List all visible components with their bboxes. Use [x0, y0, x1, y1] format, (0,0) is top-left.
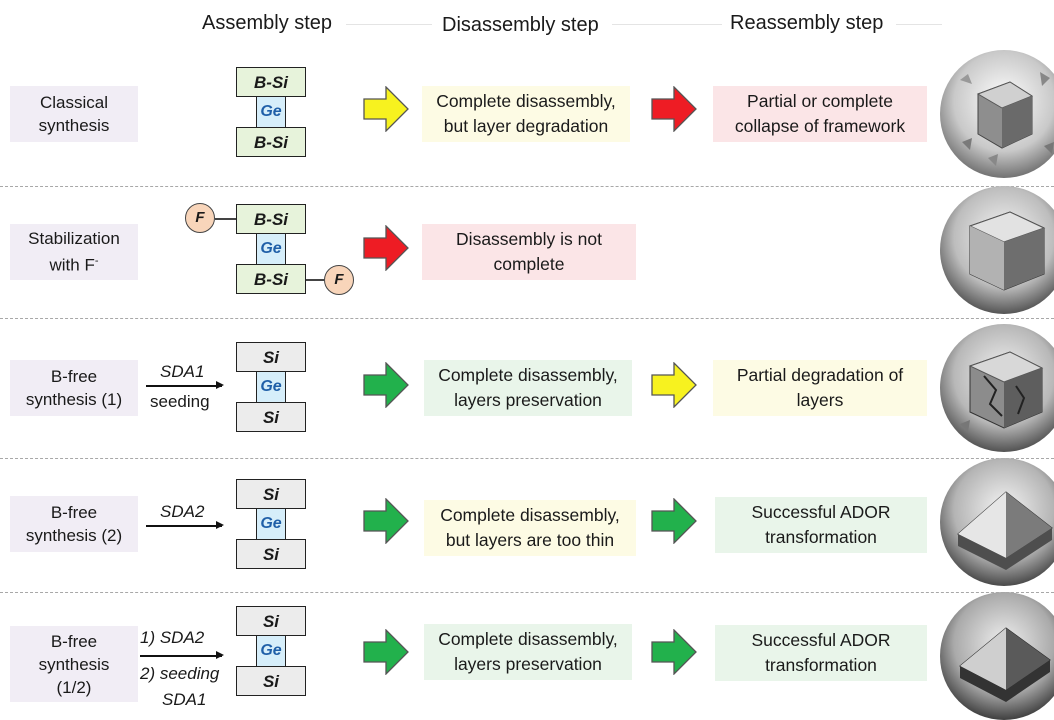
result-line: layers preservation — [454, 654, 602, 674]
result-line: Successful ADOR — [751, 502, 891, 522]
yellow-arrow-icon — [651, 362, 697, 408]
result-line: Partial degradation of — [736, 365, 904, 385]
result-line: Successful ADOR — [751, 630, 891, 650]
sda-arrow — [140, 652, 224, 658]
green-arrow-icon — [651, 629, 697, 675]
header-rule — [346, 24, 432, 25]
row-label-superscript: - — [94, 255, 99, 268]
result-line: Complete disassembly, — [438, 629, 618, 649]
result-line: transformation — [765, 655, 877, 675]
result-line: but layer degradation — [443, 116, 609, 136]
header-disassembly: Disassembly step — [442, 14, 599, 36]
ge-layer: Ge — [256, 234, 286, 264]
fluoride-icon: F — [185, 203, 215, 233]
green-arrow-icon — [363, 362, 409, 408]
row-label: B-free synthesis (1) — [10, 360, 138, 416]
yellow-arrow-icon — [363, 86, 409, 132]
disassembly-result: Complete disassembly, but layers are too… — [424, 500, 636, 556]
result-line: but layers are too thin — [445, 530, 615, 550]
row-separator — [0, 186, 1054, 187]
si-layer: Si — [236, 539, 306, 569]
sda-arrow — [146, 382, 224, 388]
green-arrow-icon — [651, 498, 697, 544]
header-rule — [612, 24, 722, 25]
result-line: complete — [493, 254, 565, 274]
sda-note: seeding — [150, 392, 210, 411]
reassembly-result: Successful ADOR transformation — [715, 497, 927, 553]
sda-label: SDA1 — [160, 362, 205, 381]
result-line: Complete disassembly, — [438, 365, 618, 385]
row-label: Classical synthesis — [10, 86, 138, 142]
row-separator — [0, 592, 1054, 593]
green-arrow-icon — [363, 498, 409, 544]
red-arrow-icon — [363, 225, 409, 271]
row-label: Stabilization with F- — [10, 224, 138, 280]
row-separator — [0, 458, 1054, 459]
si-layer: Si — [236, 606, 306, 636]
bsi-layer: B-Si — [236, 204, 306, 234]
row-label: B-free synthesis (2) — [10, 496, 138, 552]
ge-layer: Ge — [256, 97, 286, 127]
header-reassembly: Reassembly step — [730, 12, 884, 34]
prism-icon — [940, 458, 1054, 586]
row-label-line: synthesis — [38, 116, 110, 135]
cracked-cube-icon — [940, 324, 1054, 452]
si-layer: Si — [236, 342, 306, 372]
result-line: transformation — [765, 527, 877, 547]
reassembly-result: Partial or complete collapse of framewor… — [713, 86, 927, 142]
header-rule — [896, 24, 942, 25]
row-label-line: (1/2) — [56, 677, 92, 697]
result-line: Partial or complete — [747, 91, 893, 111]
row-label-line: synthesis (1) — [25, 390, 123, 409]
row-label-line: synthesis (2) — [25, 526, 123, 545]
red-arrow-icon — [651, 86, 697, 132]
row-label-line: B-free — [50, 503, 98, 522]
bsi-layer: B-Si — [236, 264, 306, 294]
intact-cube-icon — [940, 186, 1054, 314]
result-line: layers — [796, 390, 844, 410]
row-label: B-free synthesis (1/2) — [10, 626, 138, 702]
row-separator — [0, 318, 1054, 319]
ge-layer: Ge — [256, 372, 286, 402]
row-label-line: Stabilization — [28, 229, 120, 249]
result-line: Complete disassembly, — [440, 505, 620, 525]
row-label-line: B-free — [50, 631, 98, 651]
disassembly-result: Complete disassembly, layers preservatio… — [424, 624, 632, 680]
sda-step: 2) seeding — [140, 664, 220, 683]
ge-layer: Ge — [256, 509, 286, 539]
fluoride-bond — [215, 218, 236, 220]
sda-arrow — [146, 522, 224, 528]
sda-step: SDA1 — [162, 690, 207, 709]
result-line: Disassembly is not — [456, 229, 602, 249]
result-line: layers preservation — [454, 390, 602, 410]
header-assembly: Assembly step — [202, 12, 333, 34]
result-line: collapse of framework — [734, 116, 906, 136]
si-layer: Si — [236, 402, 306, 432]
row-label-line: synthesis — [38, 654, 110, 674]
row-label-line: B-free — [50, 367, 98, 386]
dark-prism-icon — [940, 592, 1054, 720]
shattered-cube-icon — [940, 50, 1054, 178]
si-layer: Si — [236, 479, 306, 509]
row-label-part: with F — [49, 255, 95, 275]
fluoride-icon: F — [324, 265, 354, 295]
disassembly-result: Complete disassembly, but layer degradat… — [422, 86, 630, 142]
disassembly-result: Disassembly is not complete — [422, 224, 636, 280]
ge-layer: Ge — [256, 636, 286, 666]
row-label-line: with F- — [49, 250, 98, 277]
sda-label: SDA2 — [160, 502, 205, 521]
green-arrow-icon — [363, 629, 409, 675]
result-line: Complete disassembly, — [436, 91, 616, 111]
bsi-layer: B-Si — [236, 67, 306, 97]
disassembly-result: Complete disassembly, layers preservatio… — [424, 360, 632, 416]
reassembly-result: Successful ADOR transformation — [715, 625, 927, 681]
bsi-layer: B-Si — [236, 127, 306, 157]
fluoride-bond — [306, 279, 324, 281]
si-layer: Si — [236, 666, 306, 696]
sda-step: 1) SDA2 — [140, 628, 205, 647]
row-label-line: Classical — [39, 93, 109, 112]
reassembly-result: Partial degradation of layers — [713, 360, 927, 416]
